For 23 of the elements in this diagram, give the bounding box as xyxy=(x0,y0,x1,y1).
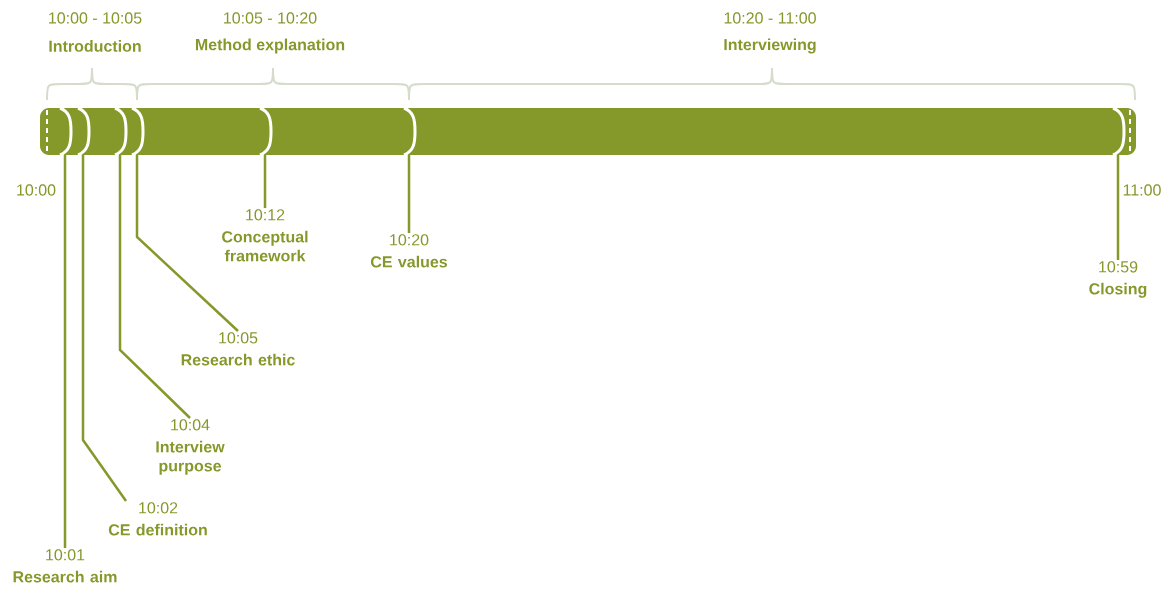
milestone-label: 10:02 CE definition xyxy=(108,502,207,536)
leader-line xyxy=(263,155,267,208)
leader-line xyxy=(63,155,67,548)
leader-line xyxy=(118,155,191,419)
phase-name: Introduction xyxy=(49,40,141,52)
phase-time: 10:20 - 11:00 xyxy=(724,12,816,24)
milestone-label: 10:05 Research ethic xyxy=(181,332,295,366)
milestone-label: 10:20 CE values xyxy=(371,234,447,268)
milestone-label: 10:04 Interview purpose xyxy=(156,419,225,475)
leader-line xyxy=(135,155,239,332)
leader-line xyxy=(407,155,411,233)
phase-time: 10:05 - 10:20 xyxy=(224,12,317,24)
phase-name: Interviewing xyxy=(724,38,816,54)
leader-line xyxy=(81,155,128,502)
timeline-bar xyxy=(40,108,1136,155)
leader-line xyxy=(1116,155,1120,260)
time-label: 10:00 xyxy=(17,184,56,196)
phase-time: 10:00 - 10:05 xyxy=(49,12,142,24)
time-label: 11:00 xyxy=(1123,184,1161,196)
milestone-label: 10:01 Research aim xyxy=(13,549,117,583)
milestone-label: 10:12 Conceptual framework xyxy=(222,209,308,262)
milestone-label: 10:59 Closing xyxy=(1089,261,1147,298)
phase-name: Method explanation xyxy=(195,38,345,54)
